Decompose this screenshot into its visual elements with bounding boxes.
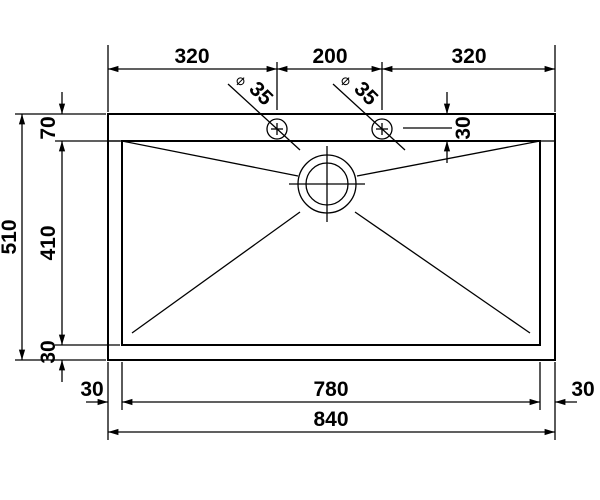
dim-back-margin: 70 — [37, 116, 60, 139]
tap-hole-diameter-2: 35 — [349, 77, 382, 110]
left-dimension-lines — [15, 92, 120, 382]
dim-top-right: 320 — [451, 45, 486, 68]
sink-outer-outline — [107, 113, 556, 361]
dim-total-width: 840 — [313, 408, 348, 431]
tap-hole-diameter-1: 35 — [244, 77, 277, 110]
dim-top-middle: 200 — [312, 45, 347, 68]
drain-icon — [289, 146, 365, 222]
tap-hole-left — [227, 83, 301, 151]
diameter-symbol-2: ⌀ — [341, 72, 350, 89]
bowl-outline — [121, 140, 541, 346]
dim-right-margin: 30 — [571, 378, 594, 401]
top-dimension-line — [107, 45, 556, 112]
dim-top-left: 320 — [174, 45, 209, 68]
bottom-dimension-lines — [86, 362, 577, 440]
diameter-symbol-1: ⌀ — [236, 72, 245, 89]
dim-front-margin: 30 — [37, 340, 60, 363]
dim-bowl-depth: 410 — [37, 225, 60, 260]
dim-bowl-width: 780 — [313, 378, 348, 401]
dim-tap-offset: 30 — [452, 116, 475, 139]
dim-left-margin: 30 — [80, 378, 103, 401]
bowl-slope-lines — [121, 140, 541, 334]
tap-hole-right — [332, 83, 452, 151]
dim-total-depth: 510 — [0, 219, 21, 254]
